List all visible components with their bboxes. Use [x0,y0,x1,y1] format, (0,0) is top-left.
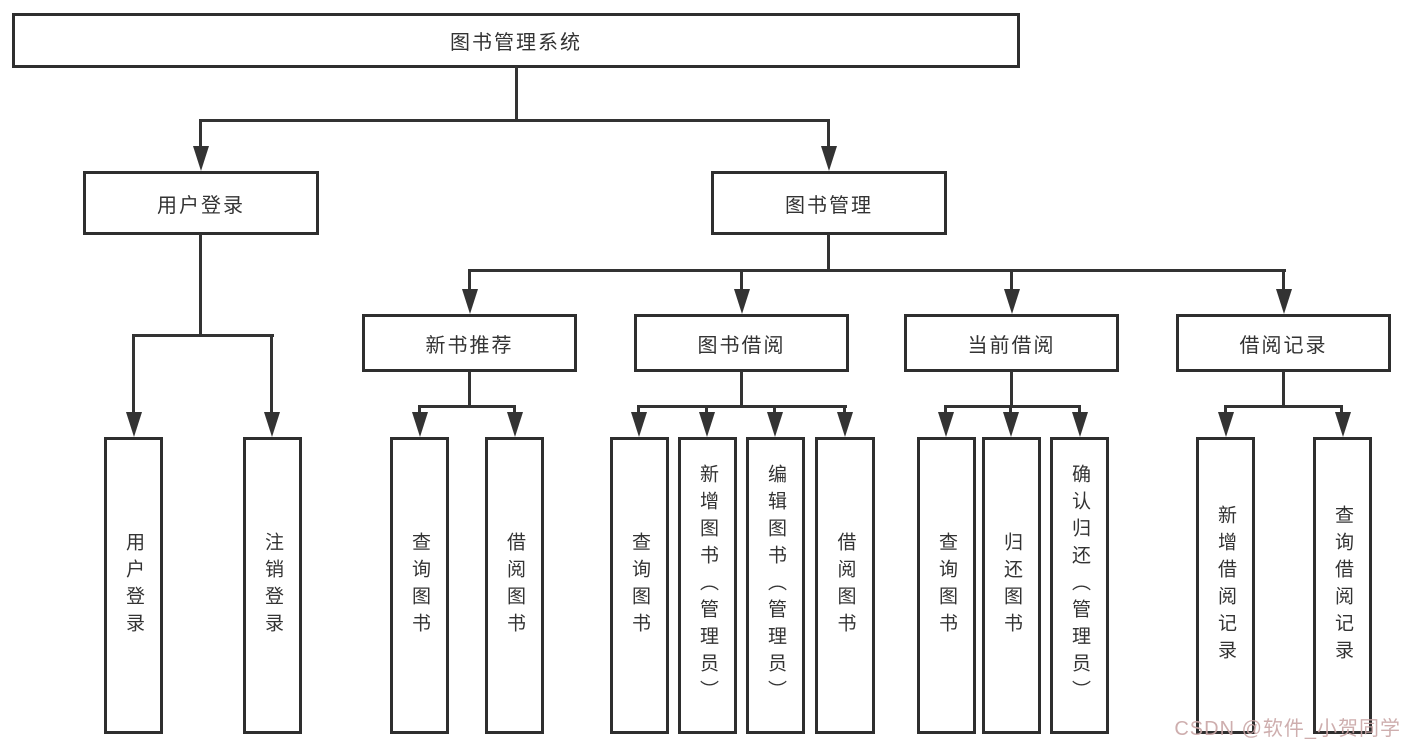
leaf-query-books-borrow-label: 查询图书 [629,531,650,640]
connector-line [132,334,274,337]
leaf-query-books-recommend-label: 查询图书 [409,531,430,640]
leaf-query-borrow-record-label: 查询借阅记录 [1332,504,1353,667]
connector-arrowhead [264,412,280,437]
leaf-borrow-books-2-label: 借阅图书 [834,531,856,640]
leaf-logout: 注销登录 [243,437,302,734]
connector-line [513,405,516,415]
connector-arrowhead [821,146,837,171]
leaf-add-borrow-record: 新增借阅记录 [1196,437,1255,734]
node-borrow-records: 借阅记录 [1176,314,1391,372]
connector-arrowhead [1218,412,1234,437]
connector-line [637,405,847,408]
connector-line [1078,405,1081,415]
leaf-edit-book-admin-label: 编辑图书（管理员） [765,464,786,707]
leaf-logout-label: 注销登录 [262,531,283,640]
connector-line [132,334,135,412]
connector-line [705,405,708,415]
leaf-borrow-books-recommend-label: 借阅图书 [504,531,525,640]
leaf-query-books-borrow: 查询图书 [610,437,669,734]
connector-line [843,405,846,415]
connector-line [1224,405,1227,415]
connector-arrowhead [1335,412,1351,437]
leaf-borrow-books-2: 借阅图书 [815,437,875,734]
connector-line [515,66,518,122]
leaf-user-login: 用户登录 [104,437,163,734]
node-book-borrow: 图书借阅 [634,314,849,372]
leaf-add-book-admin: 新增图书（管理员） [678,437,737,734]
connector-arrowhead [631,412,647,437]
leaf-borrow-books-recommend: 借阅图书 [485,437,544,734]
leaf-return-books: 归还图书 [982,437,1041,734]
connector-arrowhead [1072,412,1088,437]
connector-arrowhead [1003,412,1019,437]
connector-line [740,269,743,292]
connector-line [827,234,830,272]
connector-line [1010,269,1013,292]
connector-arrowhead [193,146,209,171]
node-user-login: 用户登录 [83,171,319,235]
connector-line [944,405,947,415]
leaf-query-books-current: 查询图书 [917,437,976,734]
connector-line [1009,405,1012,415]
connector-line [418,405,516,408]
connector-line [1224,405,1343,408]
connector-arrowhead [412,412,428,437]
connector-arrowhead [699,412,715,437]
node-root: 图书管理系统 [12,13,1020,68]
connector-arrowhead [837,412,853,437]
leaf-user-login-label: 用户登录 [123,531,144,640]
connector-arrowhead [734,289,750,314]
connector-line [1010,371,1013,408]
connector-arrowhead [126,412,142,437]
connector-line [1282,371,1285,408]
leaf-add-book-admin-label: 新增图书（管理员） [697,464,718,707]
connector-line [199,119,830,122]
node-book-management: 图书管理 [711,171,947,235]
connector-line [1340,405,1343,415]
node-current-borrow: 当前借阅 [904,314,1119,372]
connector-arrowhead [1004,289,1020,314]
connector-line [944,405,1081,408]
connector-arrowhead [938,412,954,437]
connector-line [468,269,1286,272]
node-new-book-recommend: 新书推荐 [362,314,577,372]
connector-arrowhead [1276,289,1292,314]
connector-arrowhead [767,412,783,437]
connector-line [468,371,471,408]
leaf-add-borrow-record-label: 新增借阅记录 [1215,504,1236,667]
connector-line [1282,269,1285,292]
leaf-confirm-return-admin: 确认归还（管理员） [1050,437,1109,734]
connector-line [418,405,421,415]
connector-line [199,234,202,336]
connector-line [827,119,830,149]
leaf-query-books-current-label: 查询图书 [936,531,957,640]
connector-line [468,269,471,292]
leaf-edit-book-admin: 编辑图书（管理员） [746,437,805,734]
leaf-confirm-return-admin-label: 确认归还（管理员） [1069,464,1090,707]
leaf-return-books-label: 归还图书 [1001,531,1022,640]
connector-line [637,405,640,415]
connector-arrowhead [462,289,478,314]
connector-line [740,371,743,408]
connector-arrowhead [507,412,523,437]
csdn-watermark: CSDN @软件_小贺同学 [1174,718,1401,740]
connector-line [270,334,273,412]
leaf-query-borrow-record: 查询借阅记录 [1313,437,1372,734]
connector-line [773,405,776,415]
leaf-query-books-recommend: 查询图书 [390,437,449,734]
connector-line [199,119,202,149]
